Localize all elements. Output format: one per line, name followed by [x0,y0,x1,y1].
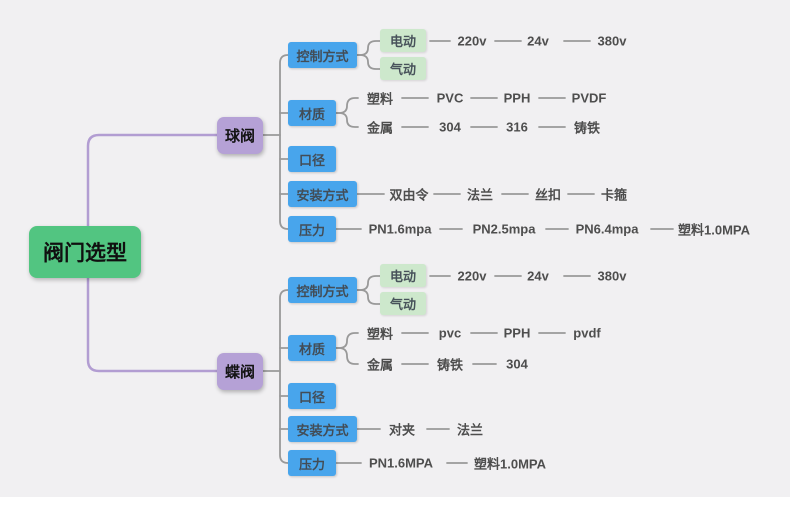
leaf-ball-install-thread[interactable]: 丝扣 [534,187,562,203]
leaf-ball-pressure-pn2-5[interactable]: PN2.5mpa [472,221,536,237]
leaf-butterfly-pressure-pn1-6[interactable]: PN1.6MPA [368,455,434,471]
node-ball-pneumatic[interactable]: 气动 [380,57,426,80]
leaf-butterfly-voltage-380v[interactable]: 380v [597,268,627,284]
leaf-ball-plastic-pvc[interactable]: PVC [436,90,464,106]
node-butterfly-pneumatic[interactable]: 气动 [380,292,426,315]
leaf-butterfly-metal-304[interactable]: 304 [506,356,528,372]
leaf-ball-metal-316[interactable]: 316 [506,119,528,135]
leaf-ball-metal-304[interactable]: 304 [439,119,461,135]
leaf-butterfly-voltage-24v[interactable]: 24v [527,268,549,284]
leaf-ball-voltage-380v[interactable]: 380v [597,33,627,49]
leaf-ball-pressure-pn1-6[interactable]: PN1.6mpa [368,221,432,237]
leaf-butterfly-metal[interactable]: 金属 [366,357,394,373]
leaf-ball-install-union[interactable]: 双由令 [389,187,429,203]
node-ball-control-method[interactable]: 控制方式 [288,42,357,68]
leaf-butterfly-plastic-pvdf[interactable]: pvdf [573,325,601,341]
node-butterfly-pressure[interactable]: 压力 [288,450,336,476]
leaf-ball-metal-cast-iron[interactable]: 铸铁 [573,120,601,136]
bottom-edge-strip [0,497,790,506]
leaf-ball-install-clamp[interactable]: 卡箍 [600,187,628,203]
leaf-butterfly-install-flange[interactable]: 法兰 [456,422,484,438]
node-ball-install-method[interactable]: 安装方式 [288,181,357,207]
node-ball-pressure[interactable]: 压力 [288,216,336,242]
leaf-ball-voltage-24v[interactable]: 24v [527,33,549,49]
leaf-butterfly-install-wafer[interactable]: 对夹 [388,422,416,438]
leaf-ball-voltage-220v[interactable]: 220v [457,33,487,49]
leaf-ball-metal[interactable]: 金属 [366,120,394,136]
node-butterfly-control-method[interactable]: 控制方式 [288,277,357,303]
leaf-ball-plastic[interactable]: 塑料 [366,91,394,107]
leaf-butterfly-plastic[interactable]: 塑料 [366,326,394,342]
leaf-ball-plastic-pph[interactable]: PPH [503,90,531,106]
node-butterfly-electric[interactable]: 电动 [380,264,426,287]
branch-node-butterfly-valve[interactable]: 蝶阀 [217,353,263,390]
node-butterfly-install-method[interactable]: 安装方式 [288,416,357,442]
leaf-ball-pressure-pn6-4[interactable]: PN6.4mpa [575,221,639,237]
root-node-valve-selection[interactable]: 阀门选型 [29,226,141,278]
leaf-butterfly-metal-cast-iron[interactable]: 铸铁 [436,357,464,373]
node-ball-electric[interactable]: 电动 [380,29,426,52]
leaf-ball-pressure-plastic-1-0[interactable]: 塑料1.0MPA [678,222,750,238]
leaf-ball-install-flange[interactable]: 法兰 [466,187,494,203]
branch-node-ball-valve[interactable]: 球阀 [217,117,263,154]
node-butterfly-diameter[interactable]: 口径 [288,383,336,409]
leaf-butterfly-voltage-220v[interactable]: 220v [457,268,487,284]
node-ball-material[interactable]: 材质 [288,100,336,126]
leaf-ball-plastic-pvdf[interactable]: PVDF [571,90,607,106]
leaf-butterfly-plastic-pph[interactable]: PPH [503,325,531,341]
leaf-butterfly-plastic-pvc[interactable]: pvc [438,325,462,341]
node-ball-diameter[interactable]: 口径 [288,146,336,172]
node-butterfly-material[interactable]: 材质 [288,335,336,361]
leaf-butterfly-pressure-plastic-1-0[interactable]: 塑料1.0MPA [474,456,546,472]
